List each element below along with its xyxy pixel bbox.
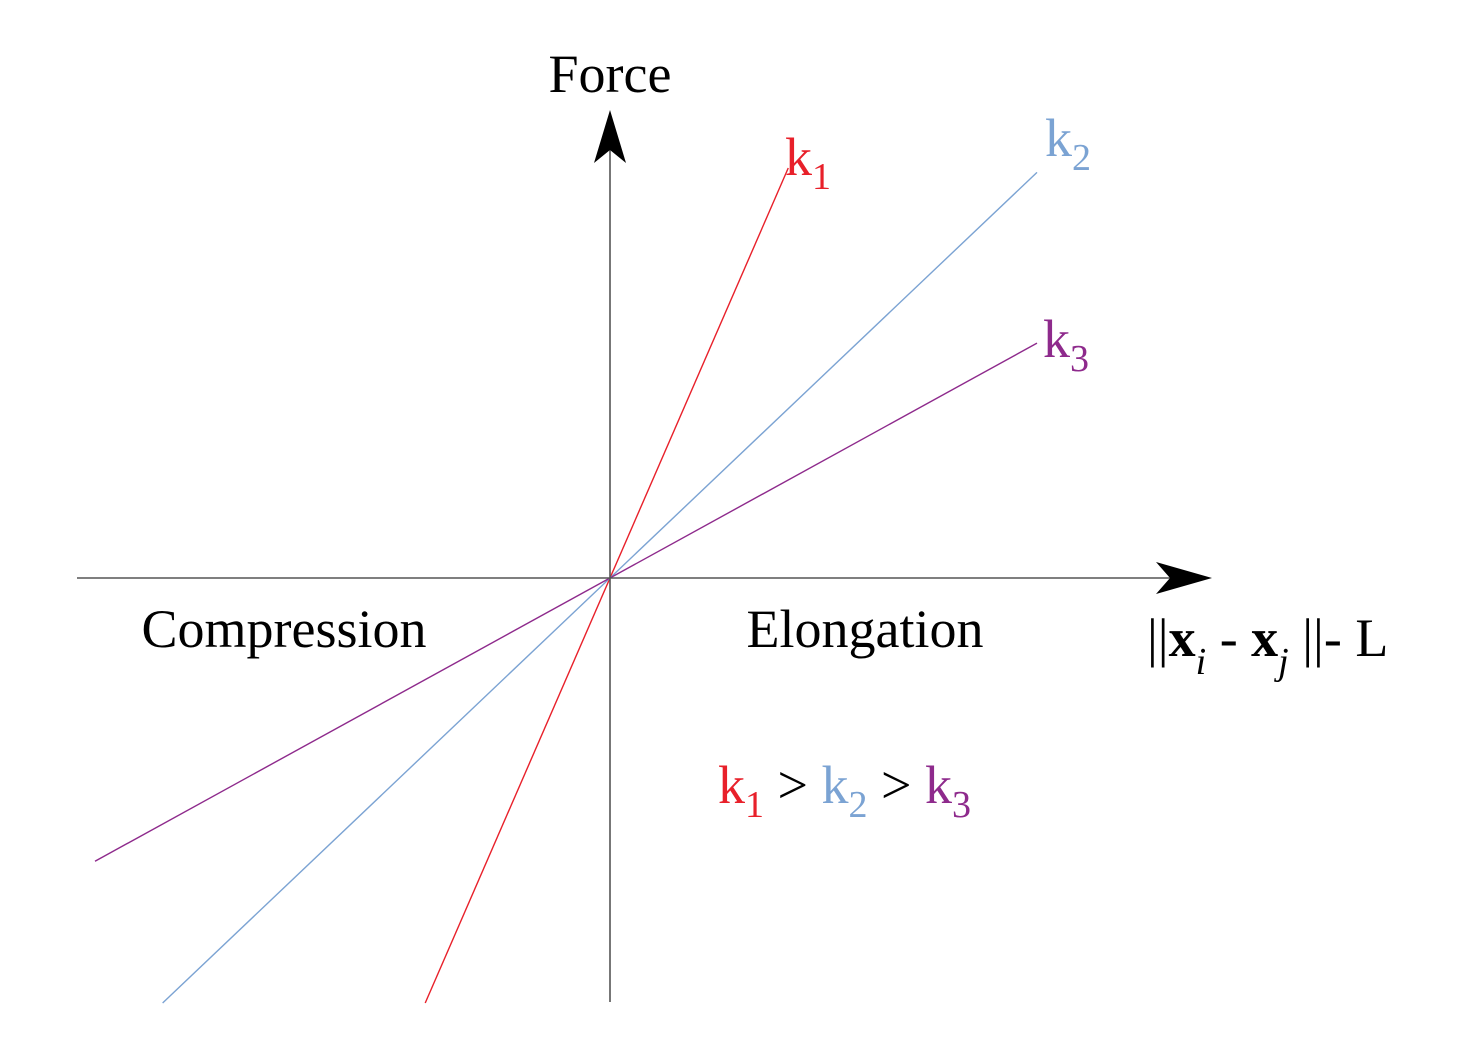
x-axis-label-prefix: ||: [1147, 608, 1169, 668]
elongation-label: Elongation: [747, 599, 984, 659]
x-axis-label: ||xi - xj ||- L: [1147, 608, 1388, 683]
x-axis-label-xj: x: [1251, 608, 1278, 668]
y-axis-label: Force: [549, 44, 672, 104]
y-axis-arrowhead: [594, 110, 626, 163]
series-line-k1: [424, 167, 789, 1004]
x-axis-label-suffix: ||- L: [1289, 608, 1389, 668]
x-axis-label-xi-sub: i: [1196, 641, 1207, 683]
x-axis-label-minus: -: [1206, 608, 1251, 668]
compression-label: Compression: [141, 599, 426, 659]
series-lines: [94, 167, 1038, 1004]
stiffness-inequality: k1 > k2 > k3: [718, 755, 971, 826]
series-label-k3: k3: [1043, 309, 1089, 380]
series-label-k2: k2: [1045, 108, 1091, 179]
series-line-k2: [162, 171, 1038, 1004]
series-line-k3: [94, 342, 1038, 862]
x-axis-label-xi: x: [1169, 608, 1196, 668]
x-axis-arrowhead: [1156, 562, 1212, 594]
series-label-k1: k1: [785, 127, 831, 198]
